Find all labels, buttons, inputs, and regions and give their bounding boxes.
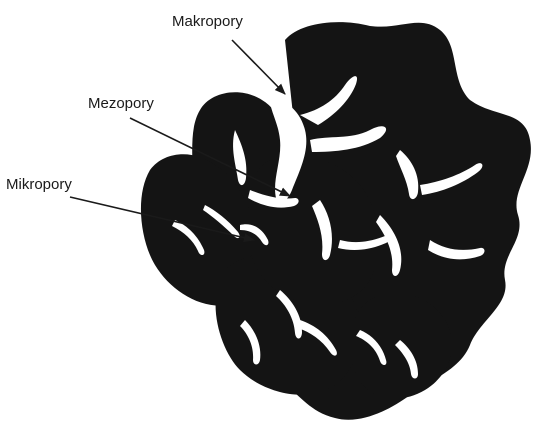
- particle-body: [141, 22, 531, 420]
- label-macropores-text: Makropory: [172, 13, 243, 30]
- pointer-macropores: [232, 40, 285, 94]
- label-mesopores-text: Mezopory: [88, 95, 154, 112]
- label-micropores-text: Mikropory: [6, 176, 72, 193]
- label-macropores: Makropory: [172, 13, 285, 94]
